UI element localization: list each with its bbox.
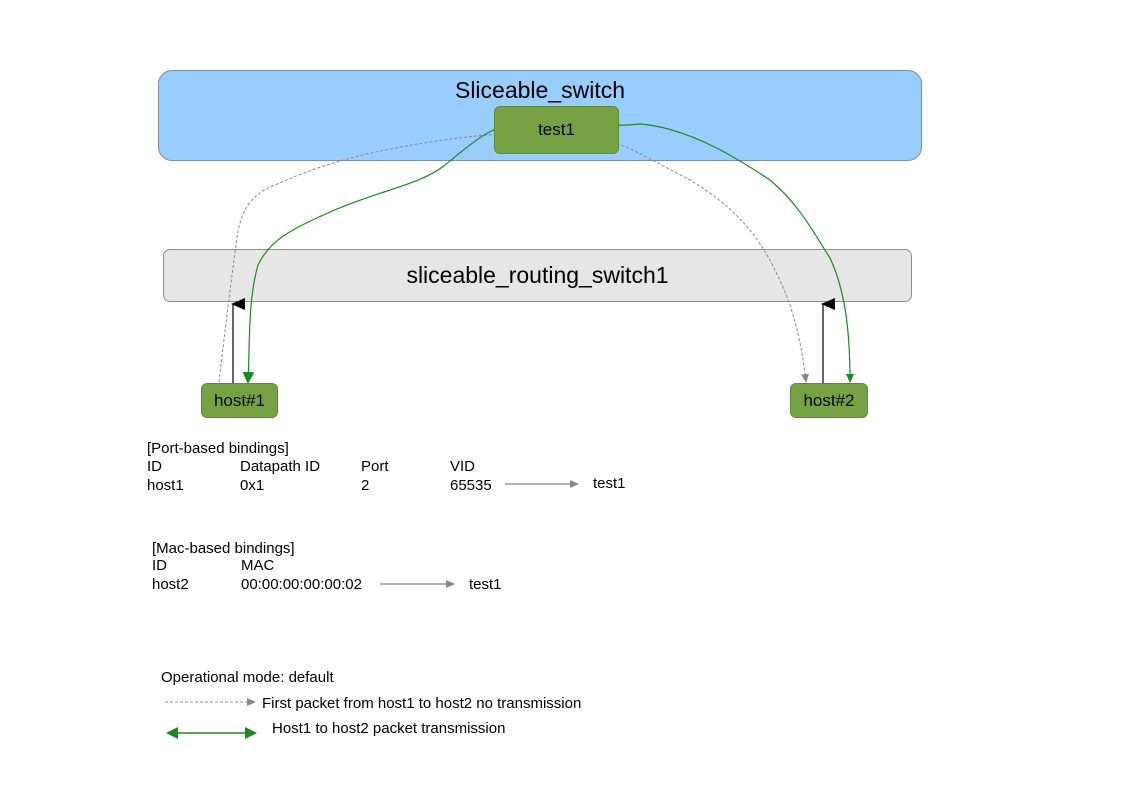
port-row-vid: 65535 [450, 477, 492, 494]
mac-binding-target: test1 [469, 576, 502, 593]
host2-label: host#2 [803, 391, 855, 410]
host2-box: host#2 [790, 383, 868, 418]
port-row-id: host1 [147, 477, 184, 494]
port-col-dpid: Datapath ID [240, 458, 321, 475]
slice-test1-box: test1 [494, 106, 619, 154]
host1-label: host#1 [213, 391, 266, 410]
mac-row-id: host2 [152, 576, 189, 593]
mac-col-id: ID [152, 557, 167, 574]
port-col-port: Port [361, 458, 389, 475]
routing-switch-box: sliceable_routing_switch1 [163, 249, 912, 302]
port-row-port: 2 [361, 477, 370, 494]
mac-bindings-heading: [Mac-based bindings] [152, 540, 295, 557]
mac-col-mac: MAC [241, 557, 275, 574]
sliceable-switch-title: Sliceable_switch [454, 77, 626, 103]
slice-test1-label: test1 [538, 120, 575, 139]
port-bindings-heading: [Port-based bindings] [147, 440, 289, 457]
legend-mode: Operational mode: default [161, 669, 334, 686]
host1-box: host#1 [201, 383, 278, 418]
mac-row-mac: 00:00:00:00:00:02 [241, 576, 362, 593]
port-binding-target: test1 [593, 475, 626, 492]
legend-dashed-label: First packet from host1 to host2 no tran… [262, 695, 582, 712]
port-col-vid: VID [450, 458, 476, 475]
legend-solid-label: Host1 to host2 packet transmission [272, 720, 506, 737]
port-row-dpid: 0x1 [240, 477, 265, 494]
port-col-id: ID [147, 458, 162, 475]
routing-switch-title: sliceable_routing_switch1 [406, 262, 669, 288]
